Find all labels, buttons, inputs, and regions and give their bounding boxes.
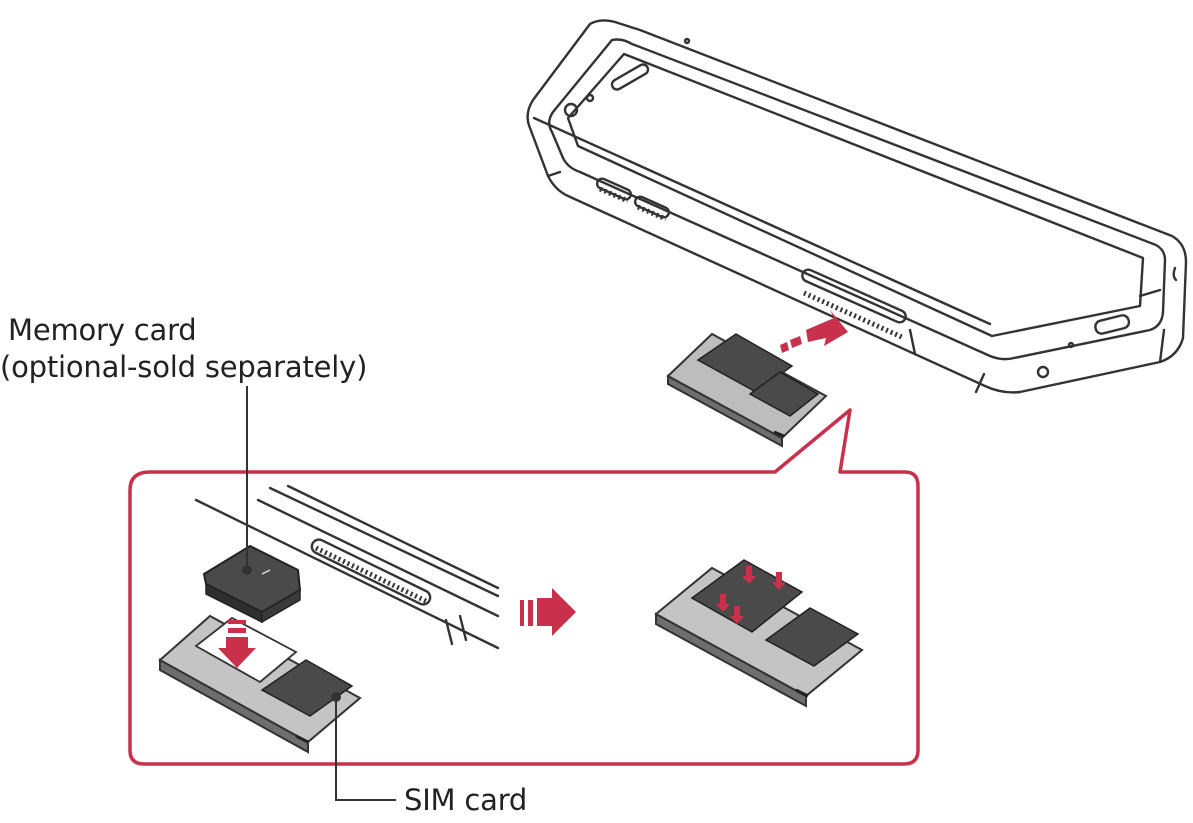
memory-card: [202, 544, 302, 624]
sim-card-label: SIM card: [404, 783, 528, 817]
sim-tray-right: [654, 559, 864, 708]
detail-callout-frame: [128, 408, 920, 766]
phone-edge-slot-dots: [314, 545, 430, 605]
phone-grill-dots: [599, 186, 906, 341]
sim-tray-left: [158, 614, 362, 754]
memory-card-label: Memory card: [8, 313, 197, 347]
insert-arrow-top: [780, 310, 848, 353]
insert-down-arrow: [218, 620, 256, 668]
step-arrow: [520, 588, 576, 636]
memory-card-leader: [242, 386, 252, 575]
phone-illustration: [526, 19, 1188, 394]
memory-card-note: (optional-sold separately): [0, 350, 368, 384]
sim-tray-top: [666, 332, 828, 448]
seat-arrows: [716, 566, 786, 624]
sim-card-leader: [331, 692, 396, 801]
